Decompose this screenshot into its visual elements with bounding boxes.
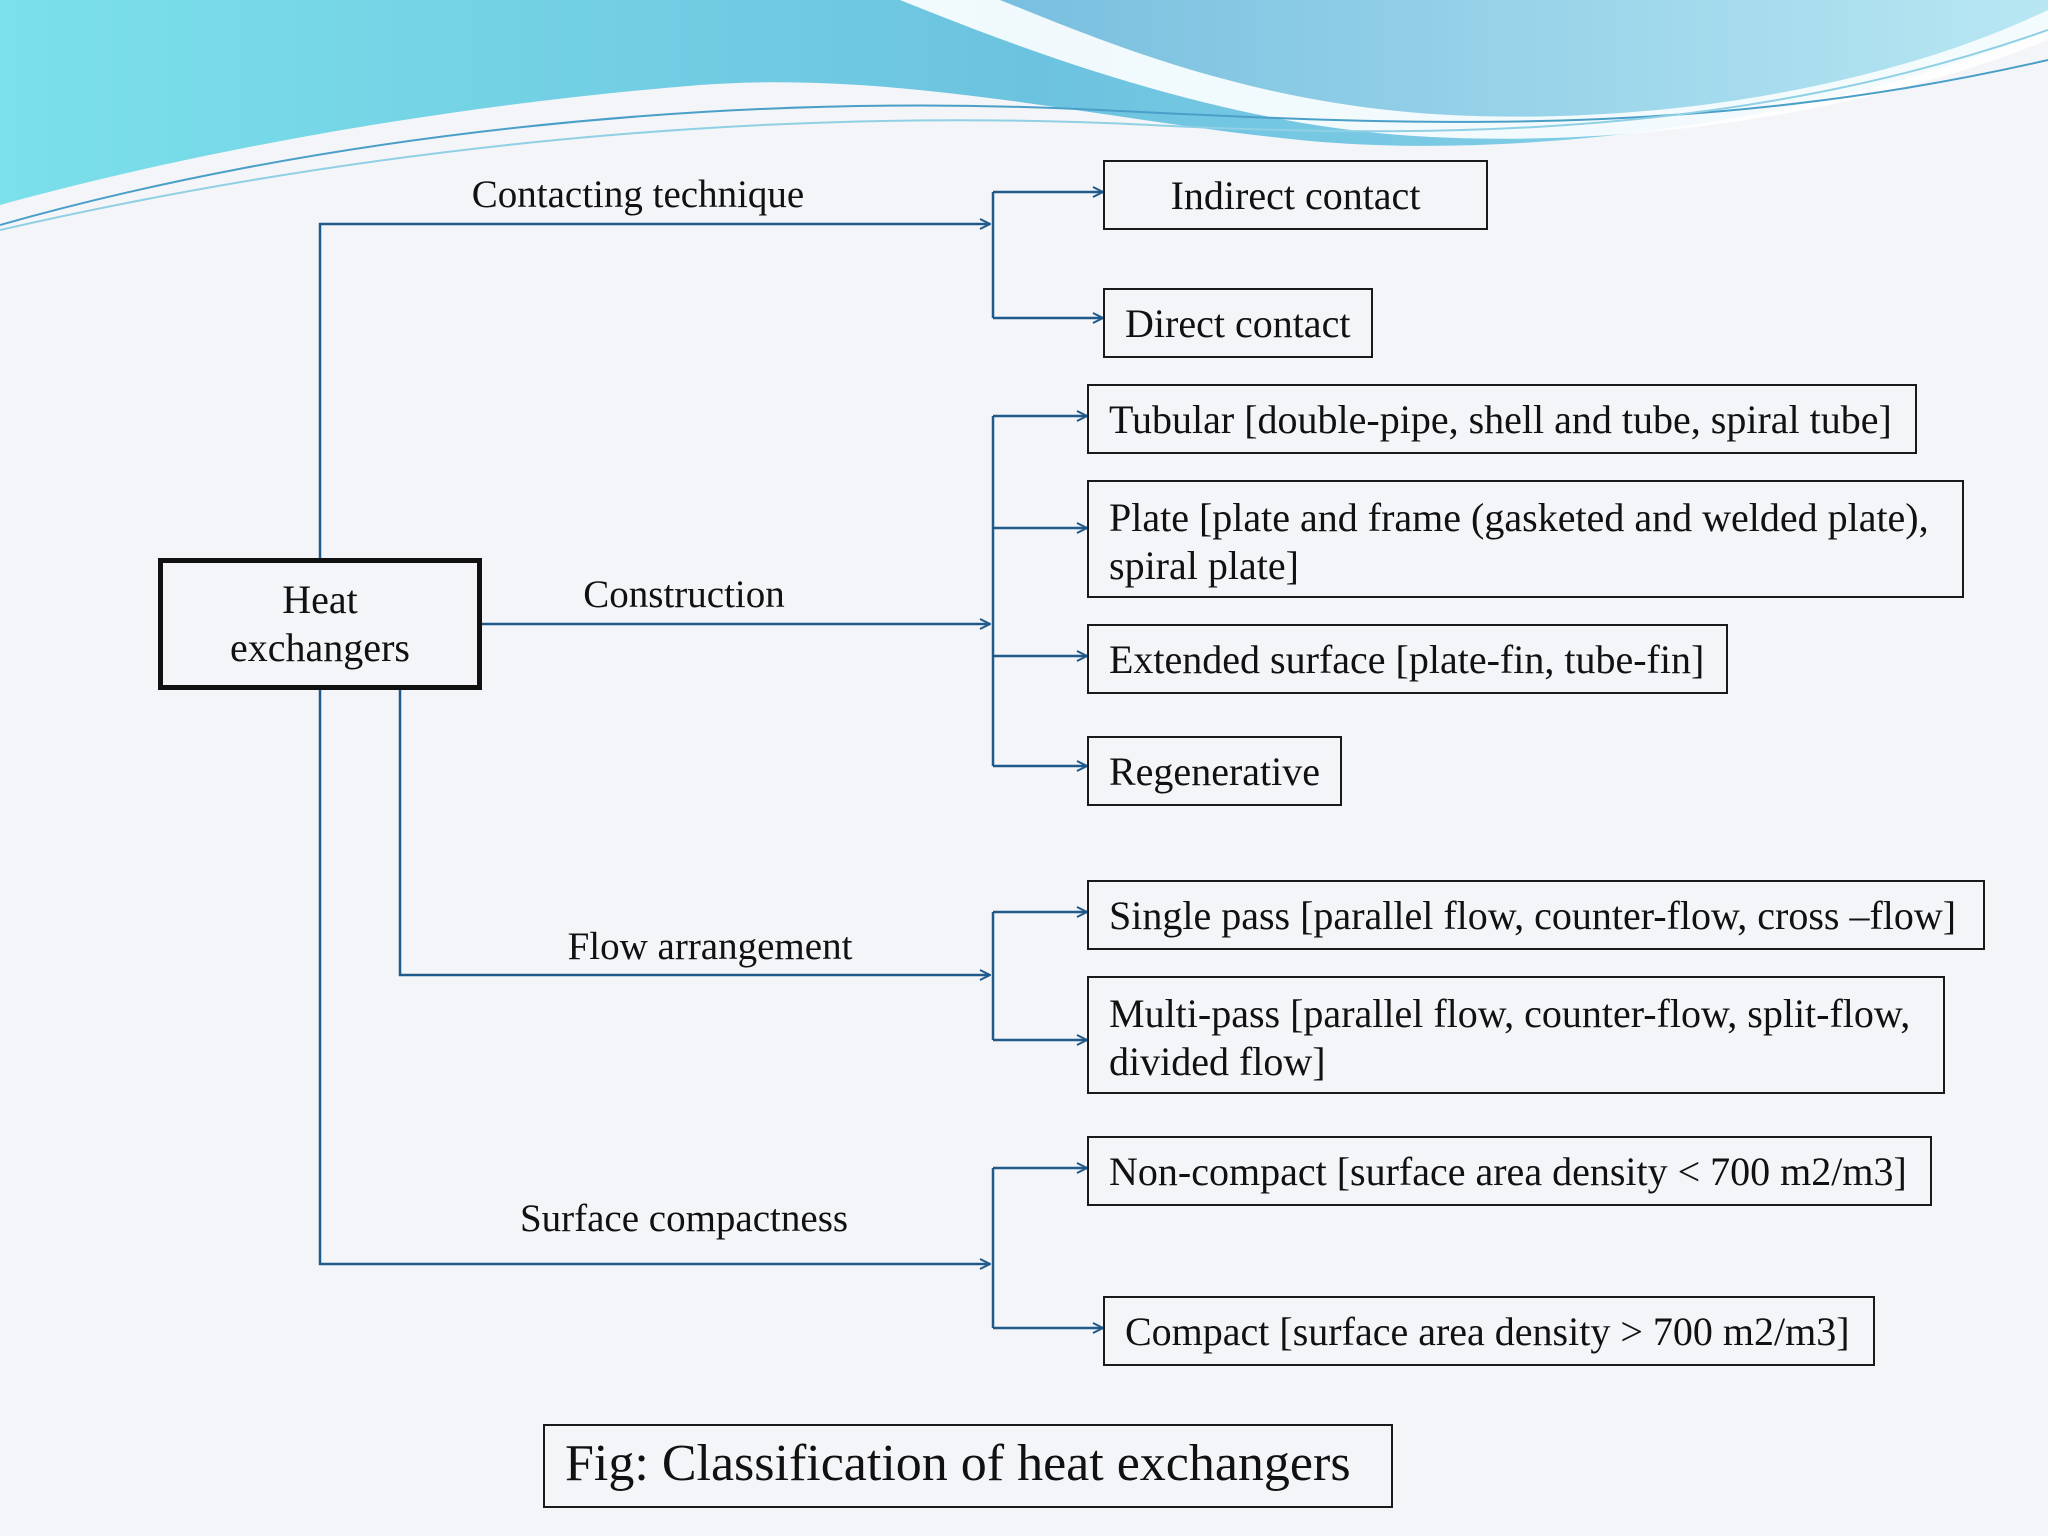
leaf-compact: Compact [surface area density > 700 m2/m… xyxy=(1103,1296,1875,1366)
branch-label-contacting: Contacting technique xyxy=(471,173,805,216)
wave-header-decoration xyxy=(0,0,2048,231)
branch-label-flow: Flow arrangement xyxy=(567,925,853,968)
leaf-indirect-contact: Indirect contact xyxy=(1103,160,1488,230)
leaf-single-pass: Single pass [parallel flow, counter-flow… xyxy=(1087,880,1985,950)
root-label-line2: exchangers xyxy=(230,625,410,670)
root-node-heat-exchangers: Heat exchangers xyxy=(158,558,482,690)
root-label-line1: Heat xyxy=(282,577,358,622)
branch-label-construction: Construction xyxy=(583,573,785,616)
figure-caption: Fig: Classification of heat exchangers xyxy=(543,1424,1393,1508)
connector-contacting xyxy=(318,224,990,558)
leaf-multi-pass: Multi-pass [parallel flow, counter-flow,… xyxy=(1087,976,1945,1094)
leaf-non-compact: Non-compact [surface area density < 700 … xyxy=(1087,1136,1932,1206)
connector-flow xyxy=(398,688,990,975)
leaf-extended-surface: Extended surface [plate-fin, tube-fin] xyxy=(1087,624,1728,694)
connector-compactness xyxy=(318,688,990,1264)
leaf-direct-contact: Direct contact xyxy=(1103,288,1373,358)
leaf-regenerative: Regenerative xyxy=(1087,736,1342,806)
branch-label-compactness: Surface compactness xyxy=(519,1197,849,1240)
leaf-tubular: Tubular [double-pipe, shell and tube, sp… xyxy=(1087,384,1917,454)
leaf-plate: Plate [plate and frame (gasketed and wel… xyxy=(1087,480,1964,598)
